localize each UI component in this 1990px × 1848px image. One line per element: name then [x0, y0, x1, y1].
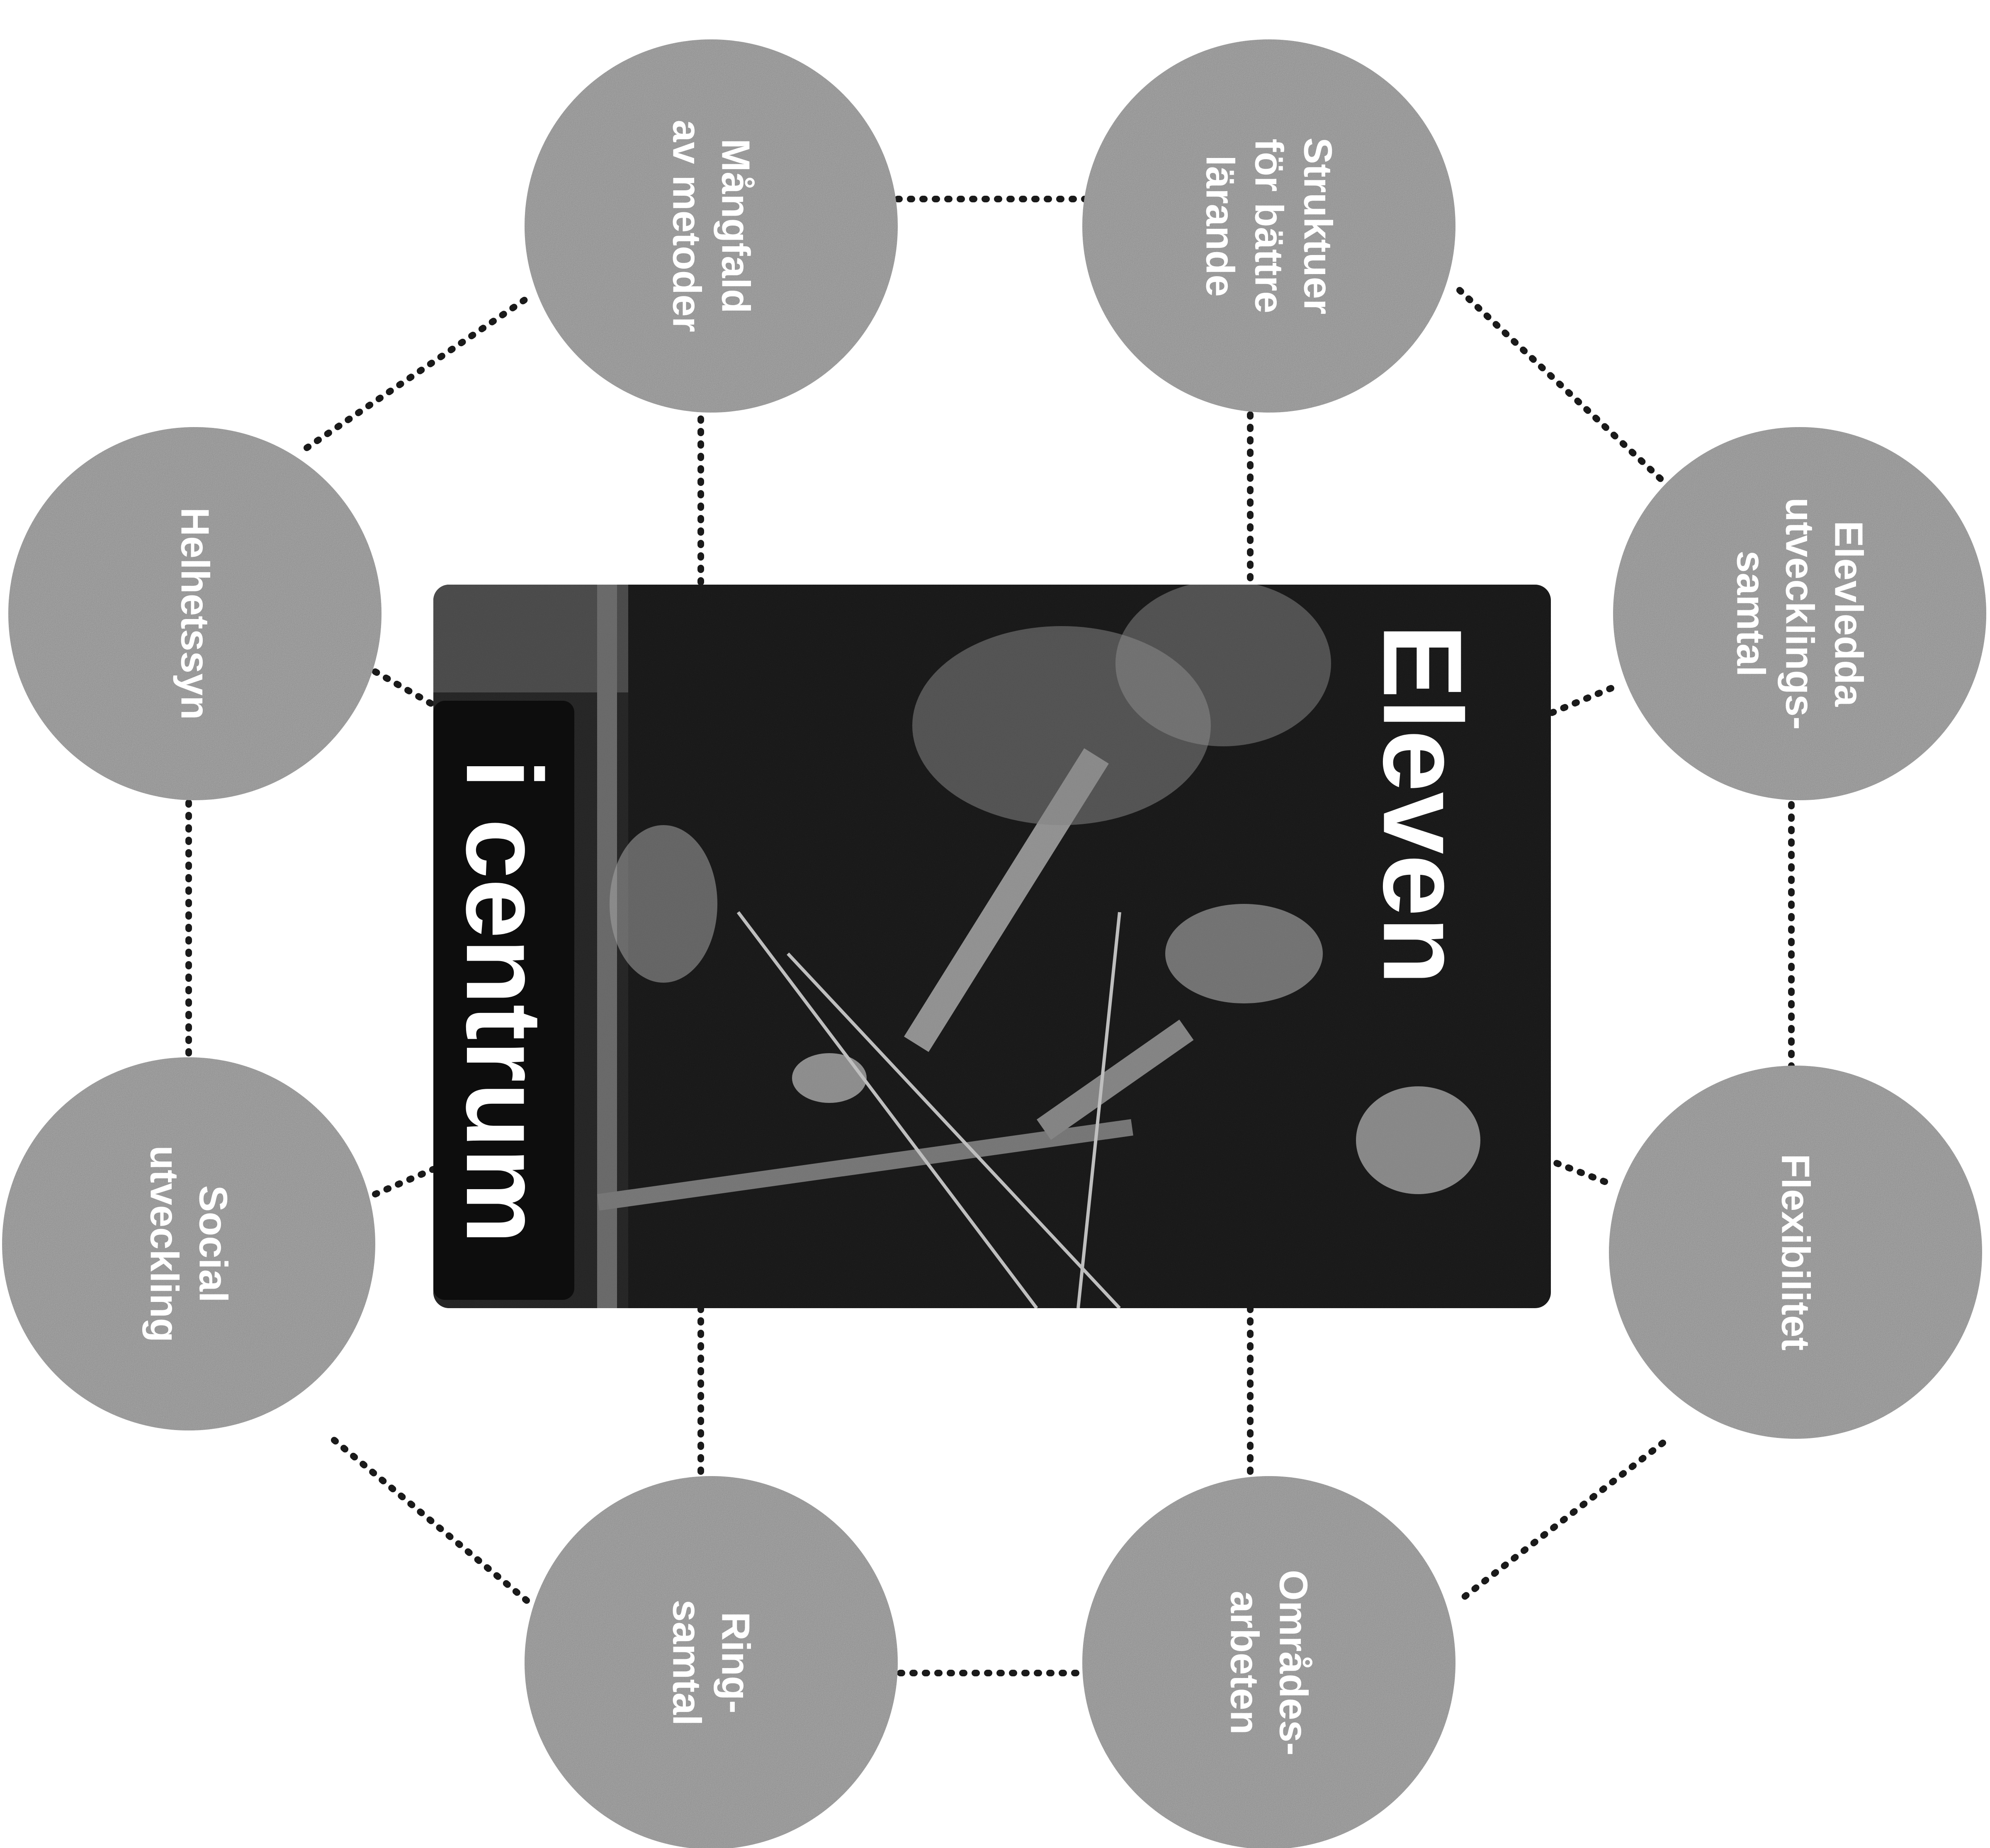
- node-label-line: lärande: [1198, 155, 1242, 296]
- node-label-line: samtal: [665, 1600, 709, 1726]
- node-label-line: Social: [191, 1185, 236, 1303]
- node-label-line: arbeten: [1222, 1591, 1267, 1735]
- node-label-line: Struktuer: [1296, 138, 1340, 315]
- node-ringsamtal: Ring-samtal: [525, 1476, 898, 1848]
- node-circle: [1082, 39, 1455, 413]
- connector-flexibilitet-center: [1548, 1158, 1608, 1185]
- node-circle: [1082, 1476, 1455, 1848]
- node-helhetssyn: Helhetssyn: [8, 427, 381, 800]
- connector-helhetssyn-center: [372, 668, 437, 708]
- node-label-line: Områdes-: [1271, 1570, 1316, 1756]
- center-title-line1: Eleven: [1360, 624, 1485, 985]
- node-label-line: Ring-: [714, 1612, 758, 1713]
- center-photo-card: i centrum Eleven: [433, 585, 1551, 1308]
- connector-strukturer-elevledda: [1456, 287, 1666, 484]
- node-circle: [525, 39, 898, 413]
- node-circle: [8, 427, 381, 800]
- node-circle: [1613, 427, 1986, 800]
- connector-flexibilitet-omraden: [1456, 1440, 1666, 1604]
- node-circle: [1609, 1066, 1982, 1439]
- connector-helhetssyn-mangfald: [304, 295, 530, 451]
- node-omradesarbeten: Områdes-arbeten: [1082, 1476, 1455, 1848]
- node-label-line: av metoder: [665, 120, 709, 332]
- center-title-line2: i centrum: [444, 759, 564, 1244]
- dotted-connectors: [185, 196, 1795, 1676]
- node-circle: [525, 1476, 898, 1848]
- node-label-line: utvecklings-: [1778, 498, 1822, 730]
- connector-elevledda-center: [1548, 685, 1614, 716]
- node-label-line: för bättre: [1247, 138, 1291, 313]
- node-label-line: Mångfald: [714, 138, 758, 313]
- node-label-line: Helhetssyn: [173, 508, 217, 720]
- node-label-line: utveckling: [142, 1146, 187, 1343]
- node-circle: [2, 1057, 375, 1430]
- connector-ringsamtal-social: [324, 1431, 530, 1604]
- connector-social-center: [372, 1166, 437, 1197]
- node-label-line: Elevledda: [1827, 521, 1871, 707]
- node-flexibilitet: Flexibilitet: [1609, 1066, 1982, 1439]
- title-banner: [433, 701, 574, 1300]
- node-label-line: samtal: [1729, 551, 1773, 677]
- node-label-line: Flexibilitet: [1774, 1154, 1818, 1351]
